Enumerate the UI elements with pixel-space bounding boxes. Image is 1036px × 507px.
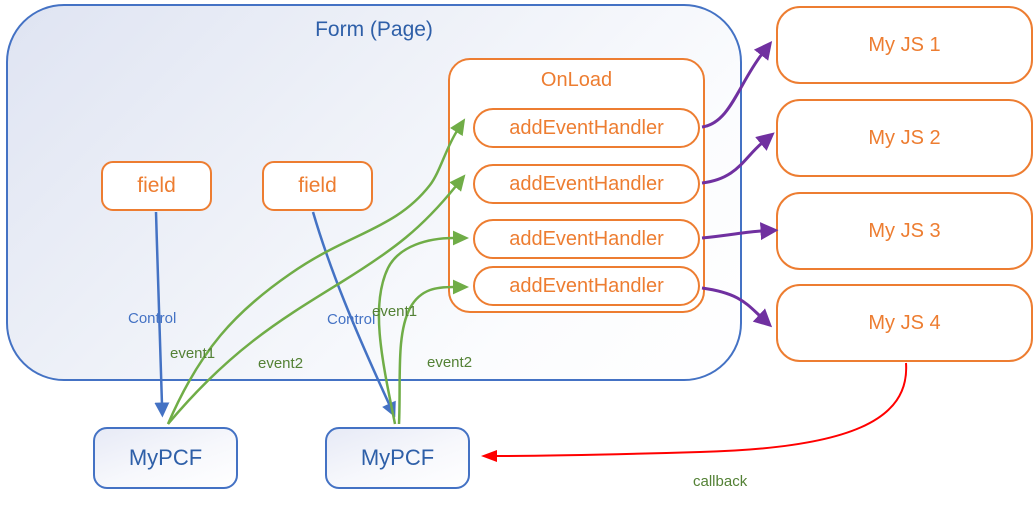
control-label-right: Control bbox=[327, 311, 376, 328]
add-event-handler-node-1: addEventHandler bbox=[473, 108, 700, 148]
my-js-node-1: My JS 1 bbox=[776, 6, 1033, 84]
field-node-1: field bbox=[101, 161, 212, 211]
add-event-handler-node-3: addEventHandler bbox=[473, 219, 700, 259]
my-js-node-4: My JS 4 bbox=[776, 284, 1033, 362]
add-event-handler-1-label: addEventHandler bbox=[509, 116, 664, 139]
add-event-handler-4-label: addEventHandler bbox=[509, 274, 664, 297]
control-label-left: Control bbox=[128, 310, 177, 327]
callback-label: callback bbox=[693, 473, 748, 490]
mypcf-node-2: MyPCF bbox=[325, 427, 470, 489]
field-node-2-label: field bbox=[298, 174, 337, 197]
mypcf-2-label: MyPCF bbox=[360, 445, 435, 470]
mypcf-node-1: MyPCF bbox=[93, 427, 238, 489]
add-event-handler-3-label: addEventHandler bbox=[509, 227, 664, 250]
event2-label-right: event2 bbox=[427, 354, 473, 371]
mypcf-1-label: MyPCF bbox=[128, 445, 203, 470]
form-page-title: Form (Page) bbox=[315, 18, 433, 41]
my-js-3-label: My JS 3 bbox=[868, 219, 941, 242]
my-js-node-2: My JS 2 bbox=[776, 99, 1033, 177]
my-js-1-label: My JS 1 bbox=[868, 33, 941, 56]
field-node-1-label: field bbox=[137, 174, 176, 197]
event1-label-left: event1 bbox=[170, 345, 216, 362]
onload-title: OnLoad bbox=[540, 69, 613, 91]
my-js-4-label: My JS 4 bbox=[868, 311, 941, 334]
my-js-2-label: My JS 2 bbox=[868, 126, 941, 149]
my-js-node-3: My JS 3 bbox=[776, 192, 1033, 270]
add-event-handler-2-label: addEventHandler bbox=[509, 172, 664, 195]
add-event-handler-node-2: addEventHandler bbox=[473, 164, 700, 204]
event2-label-left: event2 bbox=[258, 355, 304, 372]
field-node-2: field bbox=[262, 161, 373, 211]
event1-label-right: event1 bbox=[372, 303, 418, 320]
add-event-handler-node-4: addEventHandler bbox=[473, 266, 700, 306]
